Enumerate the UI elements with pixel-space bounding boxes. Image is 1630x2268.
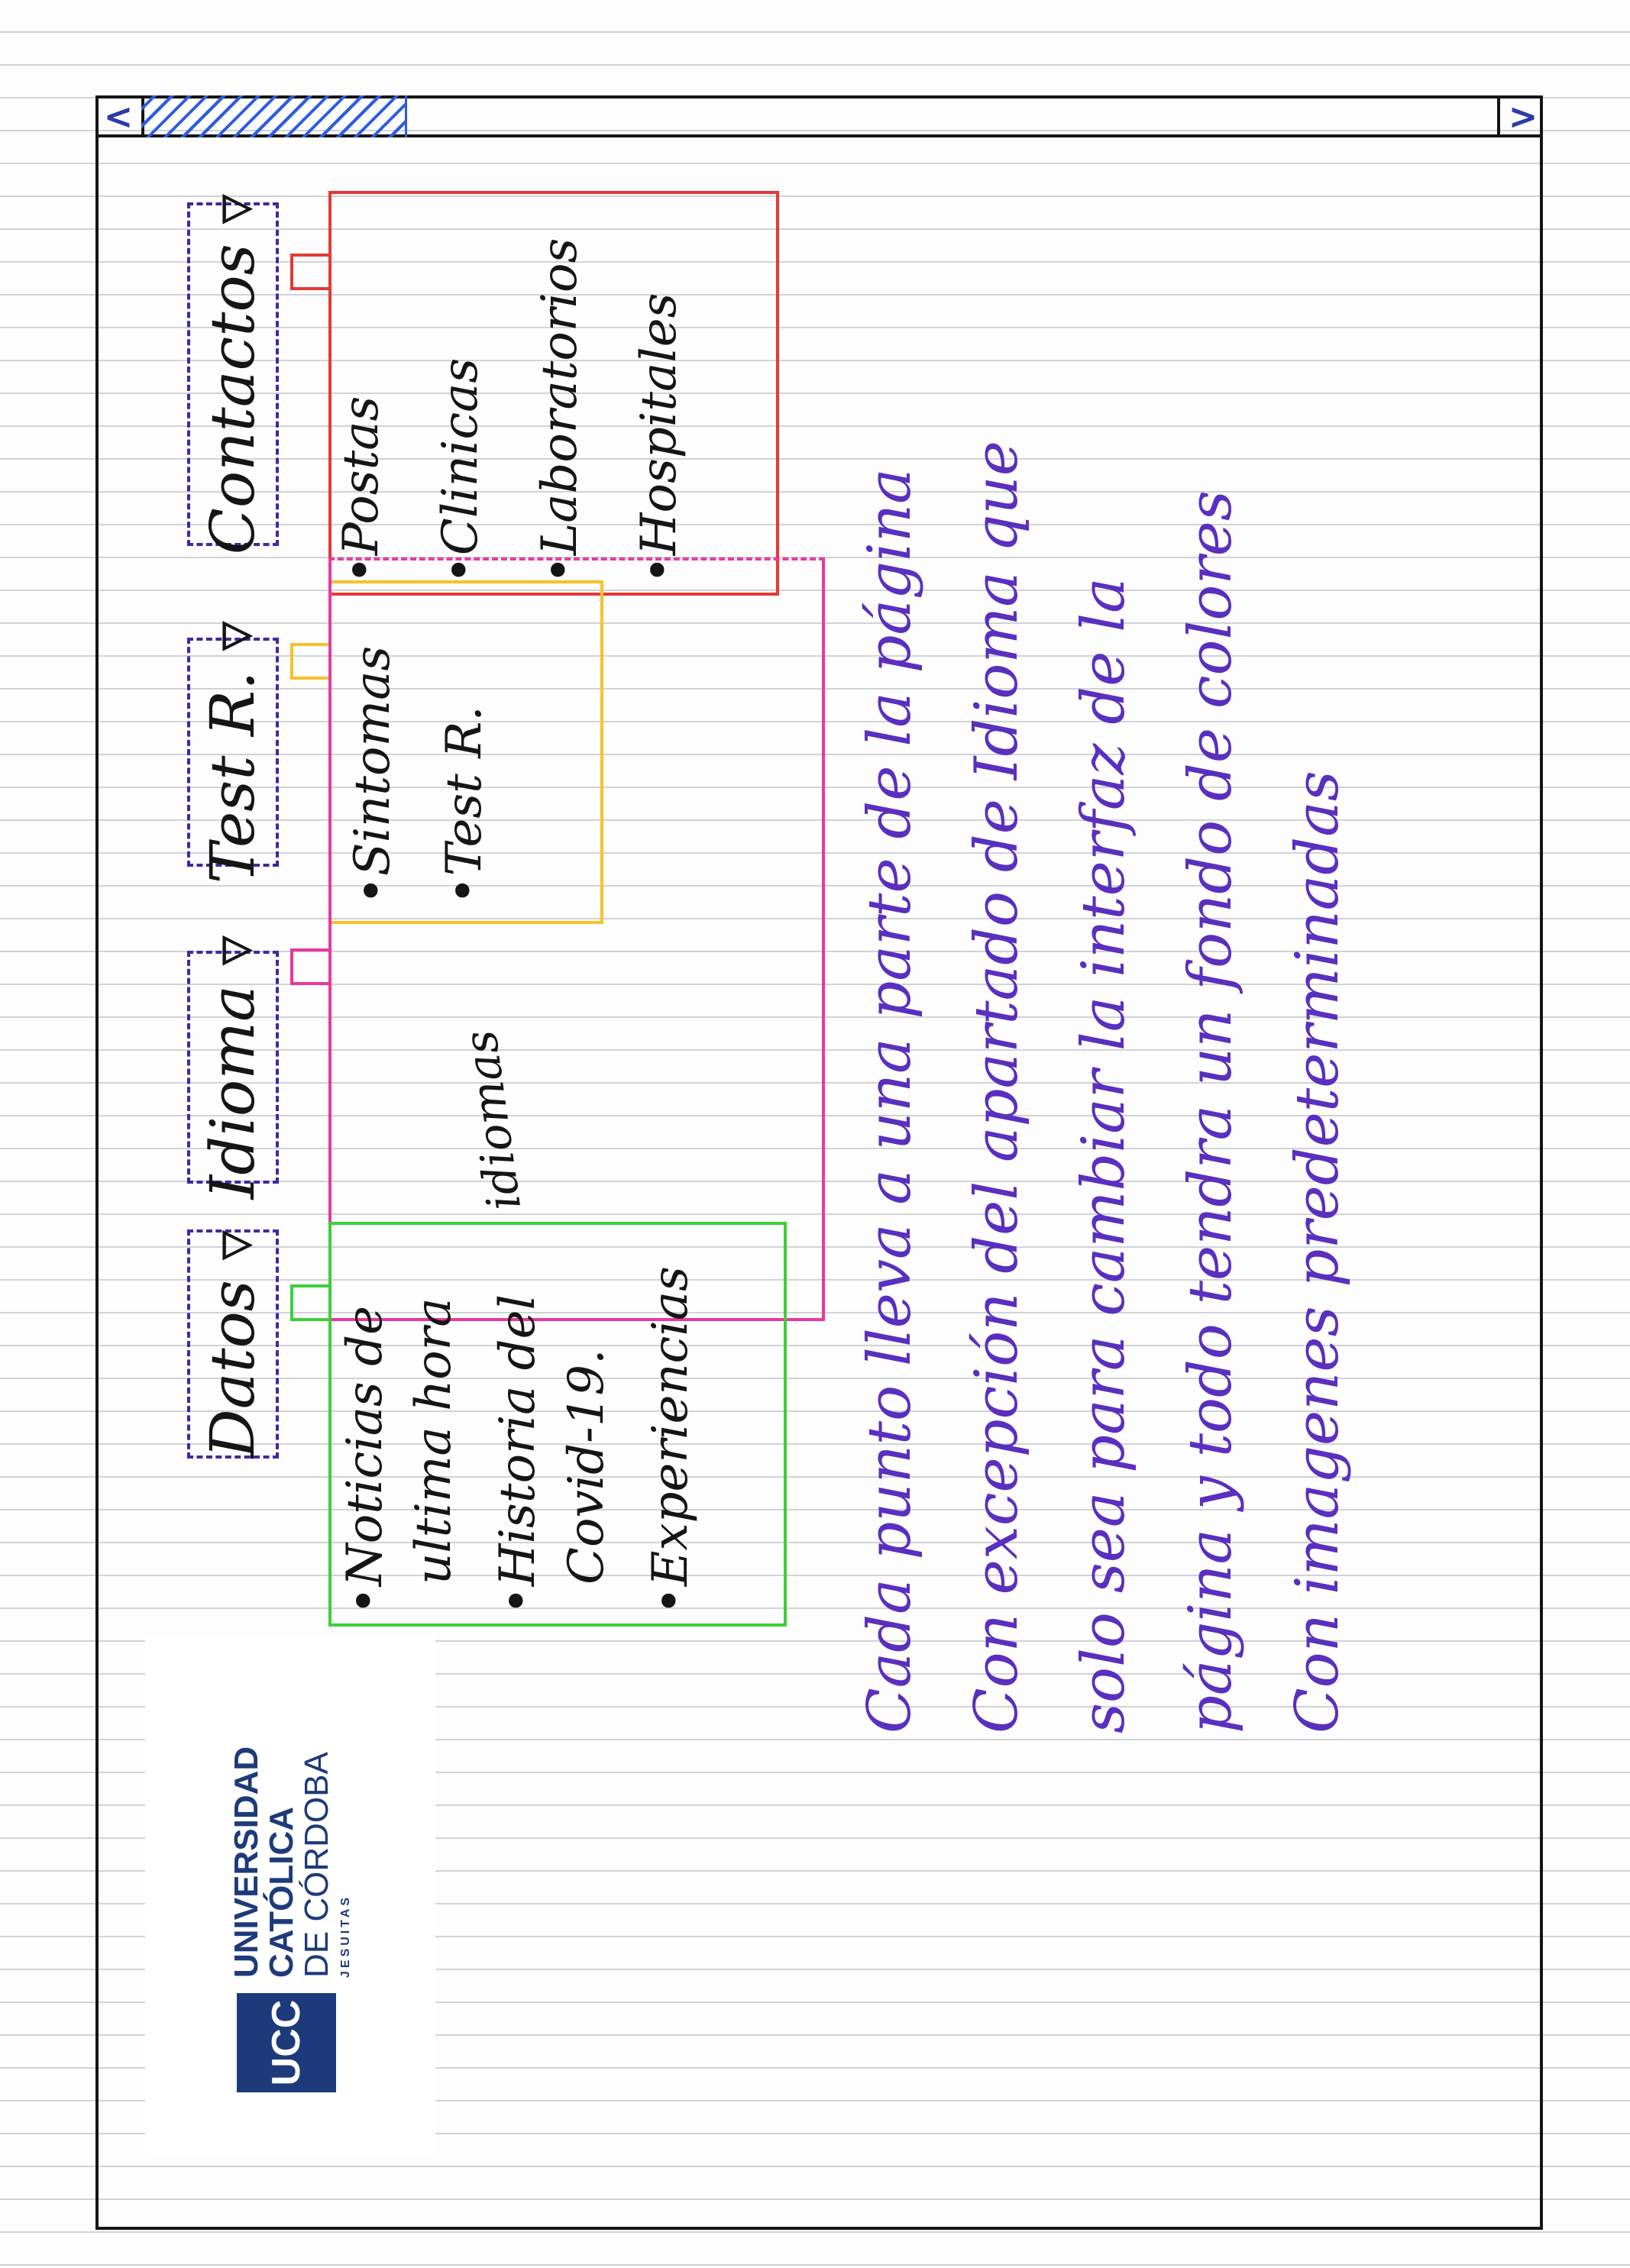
note-line-1: Cada punto lleva a una parte de la págin…: [855, 468, 924, 1733]
scroll-down-icon: >: [1508, 95, 1538, 137]
dropdown-datos-pointer: [290, 1284, 331, 1321]
contact-item-hospitales[interactable]: •Hospitales: [631, 292, 687, 584]
nav-contactos[interactable]: Contactos ▿: [187, 194, 279, 554]
datos-item-historia-cont[interactable]: Covid-19.: [558, 1349, 615, 1585]
scroll-up-button[interactable]: <: [95, 95, 144, 137]
ucc-line4: JESUITAS: [339, 1894, 352, 1978]
nav-test-label: Test R. ▿: [197, 620, 268, 884]
nav-test[interactable]: Test R. ▿: [187, 621, 279, 884]
scroll-down-button[interactable]: >: [1497, 95, 1546, 137]
note-line-4: página y todo tendra un fondo de colores: [1176, 490, 1245, 1733]
ucc-line1: UNIVERSIDAD: [228, 1746, 265, 1978]
contact-item-postas[interactable]: •Postas: [333, 396, 390, 584]
nav-idioma-label: Idioma ▿: [197, 935, 268, 1200]
dropdown-idioma-pointer: [290, 948, 331, 985]
nav-datos[interactable]: Datos ▿: [187, 1229, 279, 1459]
dropdown-idioma: [328, 557, 825, 1321]
nav-contactos-label: Contactos ▿: [197, 193, 268, 555]
dropdown-test-pointer: [290, 643, 331, 680]
ucc-line2: CATÓLICA: [263, 1806, 300, 1978]
dropdown-contactos-pointer: [290, 254, 331, 290]
note-line-2: Con excepción del apartado de Idioma que: [962, 441, 1031, 1733]
nav-idioma[interactable]: Idioma ▿: [187, 935, 279, 1199]
description-note: Cada punto lleva a una parte de la págin…: [855, 441, 1390, 1733]
scrollbar-thumb[interactable]: [141, 95, 407, 137]
ucc-badge-text: UCC: [264, 1999, 309, 2086]
contact-item-clinicas[interactable]: •Clinicas: [432, 357, 489, 584]
datos-item-experiencias[interactable]: •Experiencias: [642, 1266, 699, 1615]
datos-item-noticias-cont[interactable]: ultima hora: [406, 1297, 462, 1585]
ucc-line3: DE CÓRDOBA: [298, 1752, 335, 1978]
datos-item-historia[interactable]: •Historia del: [490, 1294, 546, 1615]
contact-item-laboratorios[interactable]: •Laboratorios: [532, 237, 588, 584]
dropdown-contactos-list: •Hospitales •Laboratorios •Clinicas •Pos…: [333, 237, 733, 584]
scroll-up-icon: <: [103, 95, 134, 137]
ucc-badge: UCC: [237, 1993, 336, 2092]
ucc-wordmark: UNIVERSIDAD CATÓLICA DE CÓRDOBA JESUITAS: [228, 1746, 353, 1978]
dropdown-datos-list: •Noticias de ultima hora •Historia del C…: [337, 1266, 714, 1615]
datos-item-noticias[interactable]: •Noticias de: [337, 1306, 393, 1615]
ucc-logo: UCC UNIVERSIDAD CATÓLICA DE CÓRDOBA JESU…: [145, 1634, 435, 2153]
note-line-3: solo sea para cambiar la interfaz de la: [1069, 577, 1138, 1733]
note-line-5: Con imagenes predeterminadas: [1283, 771, 1352, 1733]
nav-datos-label: Datos ▿: [197, 1229, 268, 1459]
